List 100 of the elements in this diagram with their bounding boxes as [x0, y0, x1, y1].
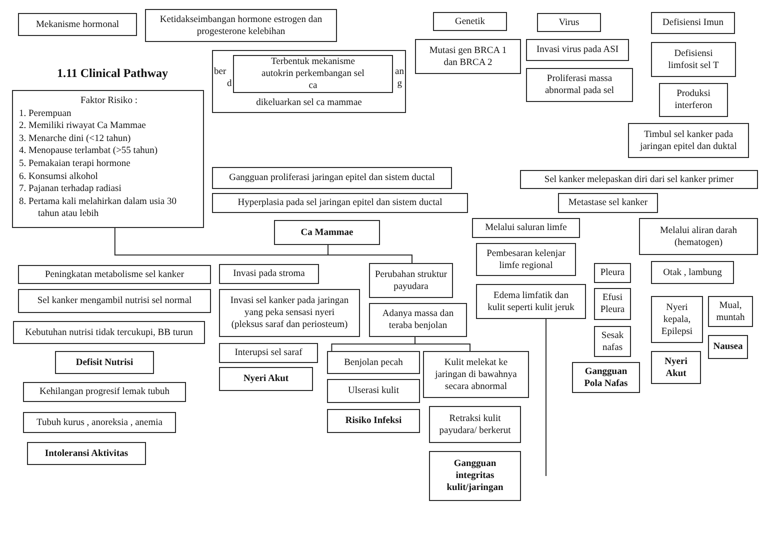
- step-label: Perubahan struktur payudara: [374, 268, 448, 292]
- diagnosis-label: Risiko Infeksi: [345, 415, 402, 427]
- step-label: Kehilangan progresif lemak tubuh: [39, 386, 170, 398]
- diagnosis-box: [429, 451, 521, 501]
- process-box: [212, 193, 468, 213]
- step-label: Ulserasi kulit: [348, 385, 399, 397]
- process-box: [212, 50, 406, 113]
- connector-line: [328, 244, 412, 264]
- text-fragment: an: [395, 66, 404, 78]
- diagnosis-box: [708, 335, 748, 359]
- diagnosis-label: Defisit Nutrisi: [76, 356, 134, 368]
- list-item: 5. Pemakaian terapi hormone: [19, 158, 130, 171]
- process-box: [18, 289, 211, 313]
- list-item: 6. Konsumsi alkohol: [19, 170, 98, 184]
- process-box: [594, 326, 631, 357]
- step-label: Melalui saluran limfe: [485, 222, 567, 234]
- step-label: Tubuh kurus , anoreksia , anemia: [36, 416, 163, 428]
- process-box: [145, 9, 337, 42]
- step-label: Otak , lambung: [663, 266, 722, 278]
- process-box: [18, 13, 137, 36]
- process-box: [526, 68, 633, 102]
- step-label: Kulit melekat ke jaringan di bawahnya secara abnormal: [434, 356, 518, 392]
- process-box: [23, 382, 186, 402]
- process-box: [520, 170, 758, 189]
- text-fragment: ber: [214, 66, 226, 78]
- process-box: [23, 412, 176, 433]
- process-box: [476, 284, 586, 319]
- list-heading: Faktor Risiko :: [80, 95, 138, 108]
- process-box: [433, 12, 507, 31]
- step-label: Efusi Pleura: [599, 292, 626, 316]
- process-box: [219, 343, 318, 363]
- step-label: Timbul sel kanker pada jaringan epitel dan duktal: [638, 128, 738, 152]
- diagnosis-label: Nausea: [713, 341, 743, 353]
- text-fragment: d: [227, 78, 232, 90]
- process-box: [327, 379, 420, 403]
- step-label: Mual, muntah: [715, 300, 746, 324]
- step-label: Metastase sel kanker: [568, 197, 648, 209]
- step-label: Mekanisme hormonal: [36, 18, 120, 30]
- step-label: Mutasi gen BRCA 1 dan BRCA 2: [428, 44, 508, 68]
- connector-line: [114, 228, 328, 256]
- process-box: [476, 243, 576, 276]
- list-item: 8. Pertama kali melahirkan dalam usia 30 tahun atau lebih: [19, 196, 178, 221]
- step-label: Defisiensi Imun: [662, 17, 724, 29]
- step-label: Produksi interferon: [674, 88, 714, 112]
- process-box: [708, 296, 753, 327]
- process-box: [594, 288, 631, 320]
- process-box: [659, 83, 728, 117]
- step-label: Interupsi sel saraf: [234, 347, 302, 359]
- step-label: Virus: [558, 16, 580, 28]
- process-box: [558, 193, 658, 213]
- process-box: [628, 123, 749, 158]
- step-label: Pembesaran kelenjar limfe regional: [486, 248, 566, 272]
- process-box: [233, 55, 393, 93]
- list-item: 7. Pajanan terhadap radiasi: [19, 183, 122, 196]
- step-label: Sel kanker mengambil nutrisi sel normal: [37, 295, 192, 307]
- step-label: Gangguan proliferasi jaringan epitel dan sistem ductal: [229, 172, 435, 184]
- process-box: [429, 406, 521, 443]
- diagnosis-box: [651, 351, 701, 384]
- step-label: Sesak nafas: [600, 330, 625, 354]
- process-box: [639, 218, 758, 255]
- diagnosis-label: Nyeri Akut: [664, 356, 688, 380]
- process-box: [651, 296, 703, 343]
- step-label: Pleura: [600, 267, 625, 279]
- step-label: Invasi sel kanker pada jaringan yang peka sensasi nyeri (pleksus saraf dan periosteum): [229, 295, 350, 331]
- process-box: [537, 13, 601, 32]
- diagnosis-box: [572, 362, 640, 393]
- step-label: Nyeri kepala, Epilepsi: [660, 302, 694, 338]
- step-label: Invasi pada stroma: [233, 268, 305, 280]
- step-label: Hyperplasia pada sel jaringan epitel dan sistem ductal: [238, 197, 442, 209]
- connector-line: [414, 336, 470, 352]
- process-box: [651, 261, 734, 284]
- step-label: Invasi virus pada ASI: [536, 44, 619, 56]
- process-box: [13, 321, 205, 344]
- diagnosis-box: [327, 409, 420, 433]
- list-item: 3. Menarche dini (<12 tahun): [19, 132, 131, 146]
- diagnosis-label: Nyeri Akut: [243, 373, 289, 385]
- process-box: [423, 351, 529, 398]
- process-box: [369, 263, 453, 298]
- list-item: 2. Memiliki riwayat Ca Mammae: [19, 120, 146, 133]
- step-label: Genetik: [454, 16, 486, 28]
- process-box: [18, 265, 211, 284]
- diagnosis-label: Intoleransi Aktivitas: [44, 448, 128, 460]
- diagnosis-box: [55, 351, 154, 374]
- step-label: Defisiensi limfosit sel T: [667, 48, 720, 72]
- diagnosis-box: [219, 367, 313, 391]
- step-label: Edema limfatik dan kulit seperti kulit jeruk: [486, 290, 576, 314]
- diagnosis-label: Gangguan Pola Nafas: [583, 366, 629, 390]
- step-label: Peningkatan metabolisme sel kanker: [44, 268, 184, 280]
- diagnosis-label: Ca Mammae: [300, 226, 354, 238]
- process-box: [212, 167, 452, 189]
- process-box: [526, 39, 629, 61]
- diagnosis-box: [274, 220, 380, 245]
- process-box: [472, 218, 580, 238]
- process-box: [594, 263, 631, 283]
- text-fragment: g: [397, 78, 402, 90]
- risk-factor-box: [12, 90, 204, 228]
- diagnosis-box: [27, 442, 146, 465]
- step-label: Sel kanker melepaskan diri dari sel kanker primer: [544, 174, 734, 186]
- step-label: Ketidakseimbangan hormone estrogen dan progesterone kelebihan: [158, 14, 324, 38]
- process-box: [219, 264, 319, 284]
